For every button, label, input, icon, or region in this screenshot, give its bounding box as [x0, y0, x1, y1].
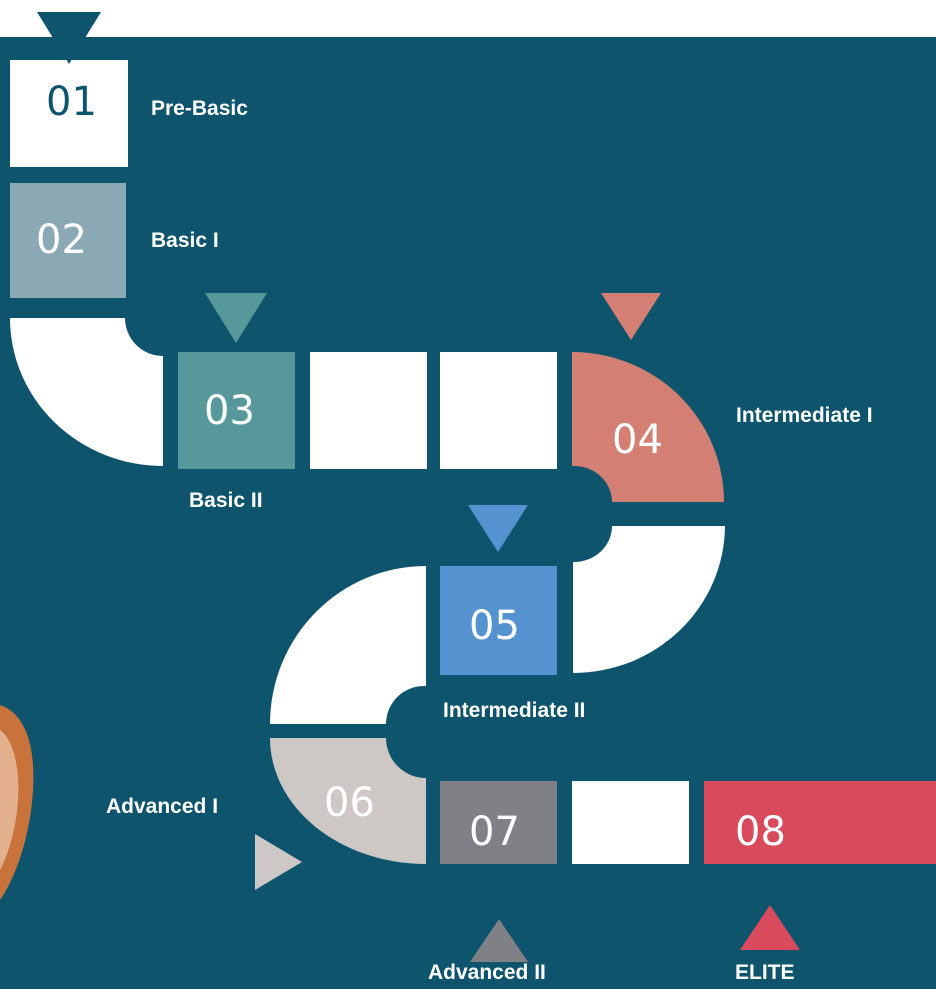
level-tile-01: [10, 60, 128, 167]
person-photo-highlight: [0, 730, 19, 870]
marker-triangle-03: [205, 293, 267, 343]
path-tile-blank-2: [440, 352, 557, 469]
level-number-05: 05: [469, 603, 520, 649]
level-tile-05: [440, 566, 557, 675]
level-tile-08: [704, 781, 936, 864]
level-number-07: 07: [469, 809, 520, 855]
level-number-01: 01: [46, 79, 97, 125]
path-curve-middle-left: [270, 566, 426, 724]
marker-triangle-08: [740, 905, 800, 950]
level-number-08: 08: [735, 809, 786, 855]
marker-triangle-01: [37, 12, 101, 64]
level-tile-04: [572, 352, 724, 502]
marker-triangle-04: [601, 293, 661, 340]
path-curve-top-left: [10, 318, 163, 466]
level-tile-03: [178, 352, 295, 469]
path-curve-right: [573, 526, 725, 673]
level-tile-07: [440, 781, 557, 864]
level-label-basic-1: Basic I: [151, 229, 219, 252]
level-tile-06: [270, 738, 426, 864]
level-label-advanced-1: Advanced I: [106, 795, 219, 818]
level-tile-02: [10, 183, 126, 298]
level-label-elite: ELITE: [735, 961, 795, 984]
marker-triangle-05: [468, 505, 528, 552]
level-number-03: 03: [204, 388, 255, 434]
level-number-04: 04: [612, 417, 663, 463]
level-number-02: 02: [36, 217, 87, 263]
path-tile-blank-3: [572, 781, 689, 864]
level-label-basic-2: Basic II: [189, 489, 263, 512]
level-label-intermediate-2: Intermediate II: [443, 699, 586, 722]
path-tile-blank-1: [310, 352, 427, 469]
level-label-pre-basic: Pre-Basic: [151, 97, 248, 120]
level-label-advanced-2: Advanced II: [428, 961, 546, 984]
marker-triangle-06: [255, 834, 302, 890]
level-label-intermediate-1: Intermediate I: [736, 404, 873, 427]
marker-triangle-07: [470, 919, 528, 962]
level-number-06: 06: [324, 780, 375, 826]
